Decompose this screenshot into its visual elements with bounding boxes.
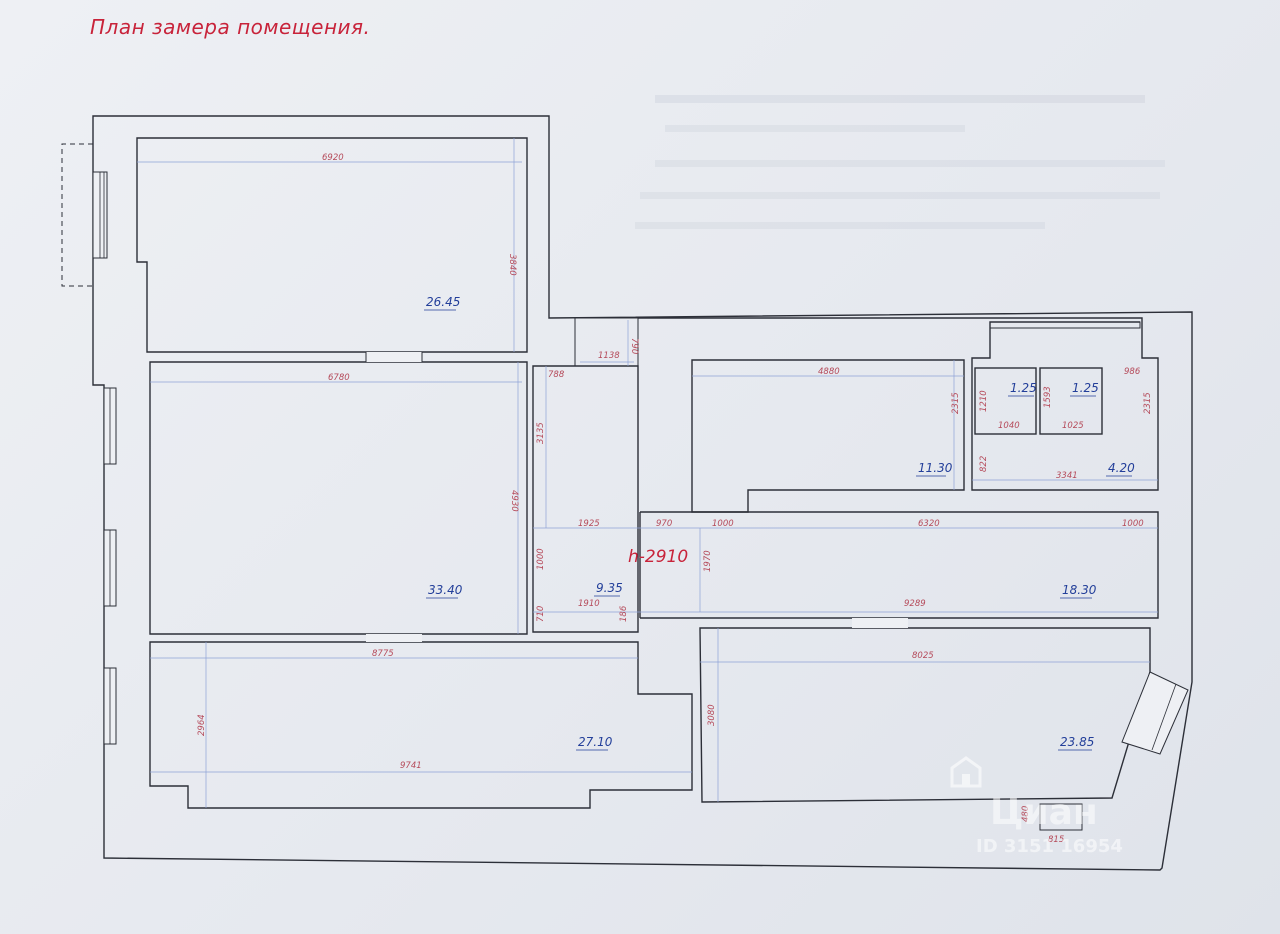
dim-label: 1000 [1122,519,1144,529]
dim-label: 4880 [818,367,840,377]
area-room-mid-left: 33.40 [428,583,463,597]
dim-label: 788 [548,370,565,380]
plan-title: План замера помещения. [90,15,370,39]
dim-label: 9289 [904,599,926,609]
dim-label: 8775 [372,649,394,659]
dim-label: 970 [656,519,672,529]
area-corridor-small: 9.35 [596,581,623,595]
dim-label: 790 [629,338,639,354]
dim-label: 6780 [328,373,350,383]
area-room-top-right: 11.30 [918,461,953,475]
dim-label: 186 [619,605,629,622]
dim-label: 3135 [536,422,546,444]
dim-label: 986 [1124,367,1141,377]
area-room-bottom-left: 27.10 [578,735,613,749]
dimension-lines [137,138,1158,808]
dim-label: 1970 [703,550,713,572]
area-bath-b: 1.25 [1072,381,1099,395]
area-room-bottom-right: 23.85 [1060,735,1094,749]
dimension-labels: 6920 3840 6780 4930 1138 790 788 3135 19… [197,153,1153,845]
dim-label: 4930 [509,490,519,512]
dim-label: 1138 [598,351,620,361]
bleed-through-text [635,95,1165,229]
area-room-top-left: 26.45 [426,295,460,309]
dim-label: 1040 [998,421,1020,431]
dim-label: 3840 [507,254,517,276]
area-storage: 4.20 [1108,461,1135,475]
dim-label: 6920 [322,153,344,163]
cian-logo-text: Циан [990,792,1098,833]
dim-label: 6320 [918,519,940,529]
room-area-labels: 26.45 33.40 9.35 11.30 1.25 1.25 4.20 18… [424,295,1135,751]
dim-label: 2964 [197,714,207,736]
dim-label: 3341 [1056,471,1078,481]
dim-label: 710 [536,606,546,622]
ceiling-height-label: h-2910 [628,547,688,567]
cian-watermark: Циан ID 3151 16954 [950,756,1123,857]
dim-label: 822 [979,456,989,472]
dim-label: 1000 [536,548,546,570]
dim-label: 815 [1048,835,1064,845]
dim-label: 9741 [400,761,422,771]
cian-logo-icon [950,756,982,788]
dim-label: 1210 [979,390,989,412]
dim-label: 1025 [1062,421,1084,431]
cian-listing-id: ID 3151 16954 [976,836,1123,857]
area-bath-a: 1.25 [1010,381,1037,395]
outer-walls [61,115,1193,871]
dim-label: 3080 [707,704,717,726]
area-hallway: 18.30 [1062,583,1097,597]
dim-label: 480 [1021,806,1031,822]
dim-label: 1000 [712,519,734,529]
dim-label: 1910 [578,599,600,609]
dim-label: 1925 [578,519,600,529]
room-walls [103,317,1189,831]
dim-label: 2315 [1143,392,1153,414]
dim-label: 8025 [912,651,934,661]
dim-label: 2315 [951,392,961,414]
dim-label: 1593 [1043,386,1053,408]
